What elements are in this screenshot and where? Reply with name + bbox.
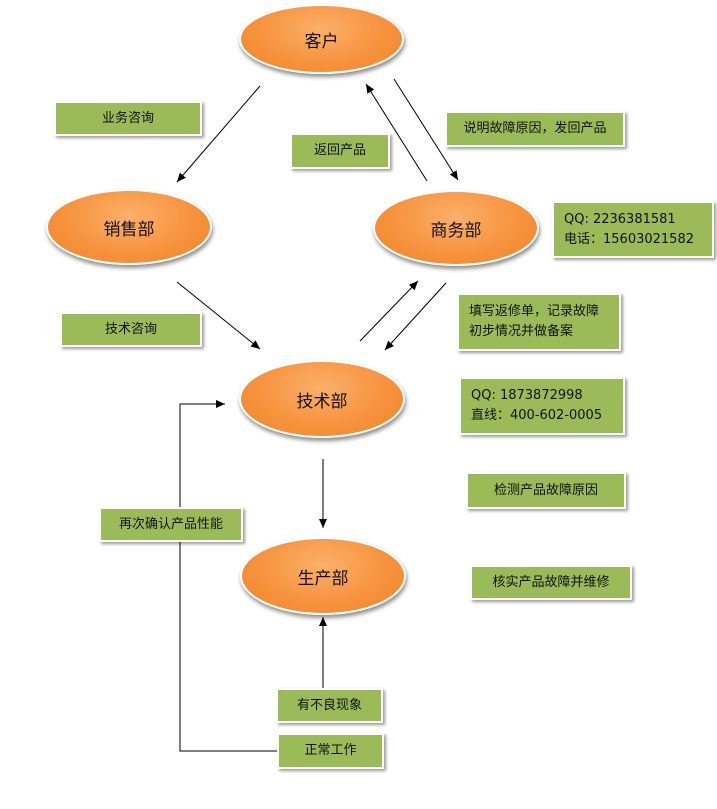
label-return-product: 返回产品: [290, 133, 390, 169]
label-normal: 正常工作: [277, 733, 384, 769]
label-reconfirm: 再次确认产品性能: [99, 507, 243, 542]
tech-contact-qq: QQ: 1873872998: [471, 388, 583, 403]
arrow-customer-to-business: [393, 78, 459, 181]
label-defect: 有不良现象: [276, 688, 383, 723]
label-business-contact: QQ: 2236381581 电话：15603021582: [552, 201, 714, 258]
node-tech-label: 技术部: [296, 391, 348, 412]
arrow-normal-to-tech: [179, 400, 277, 752]
node-business-label: 商务部: [430, 220, 482, 241]
node-customer-label: 客户: [304, 31, 339, 52]
label-fill-repair-form: 填写返修单，记录故障 初步情况并做备案: [457, 293, 621, 351]
node-business: 商务部: [373, 190, 539, 266]
label-tech-consult: 技术咨询: [60, 312, 202, 347]
node-sales: 销售部: [46, 189, 212, 265]
arrow-business-to-tech: [384, 282, 447, 351]
arrow-customer-to-sales: [176, 85, 261, 183]
label-explain-fault: 说明故障原因，发回产品: [445, 111, 625, 147]
label-tech-contact: QQ: 1873872998 直线：400-602-0005: [459, 377, 625, 435]
label-verify-repair: 核实产品故障并维修: [470, 565, 632, 600]
arrow-sales-to-tech: [176, 281, 261, 350]
arrow-tech-to-business: [359, 280, 419, 342]
node-sales-label: 销售部: [103, 219, 155, 240]
node-tech: 技术部: [239, 360, 405, 438]
business-contact-qq: QQ: 2236381581: [564, 211, 676, 227]
tech-contact-line: 直线：400-602-0005: [471, 408, 603, 423]
business-contact-phone: 电话：15603021582: [564, 231, 694, 247]
node-production: 生产部: [240, 537, 406, 615]
arrow-business-to-customer: [365, 83, 428, 182]
label-detect-fault: 检测产品故障原因: [466, 472, 626, 509]
node-customer: 客户: [239, 4, 404, 74]
label-business-consult: 业务咨询: [54, 101, 202, 136]
node-production-label: 生产部: [297, 568, 349, 589]
